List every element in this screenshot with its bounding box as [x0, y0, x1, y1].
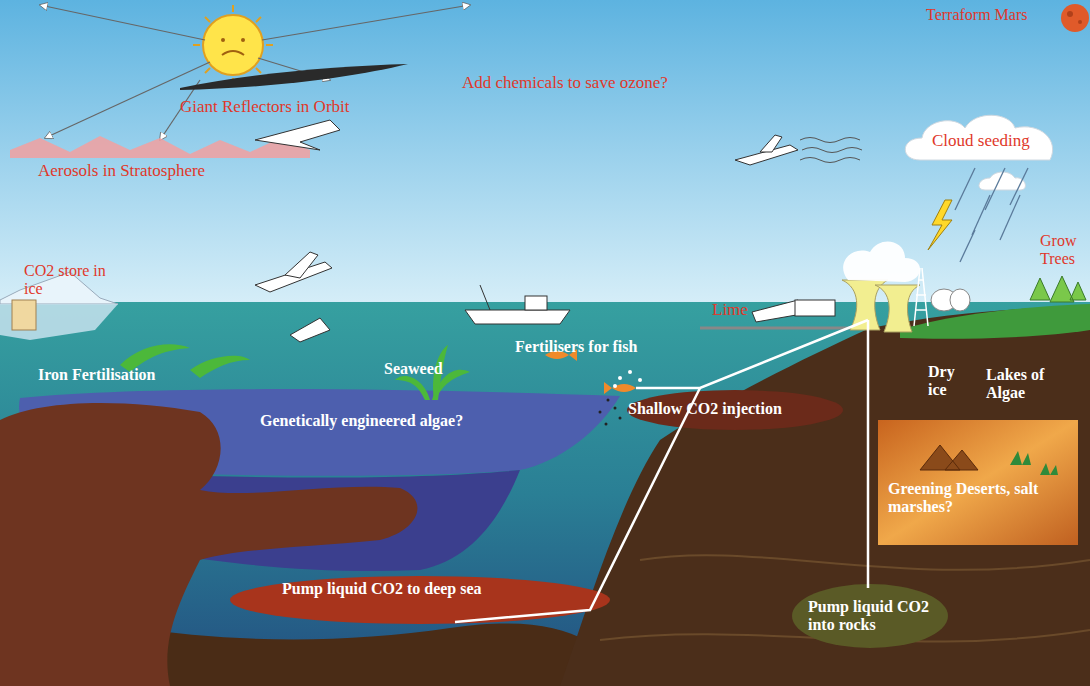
- deep-store: [230, 576, 610, 624]
- desert-panel: [878, 420, 1078, 545]
- land: [560, 306, 1090, 686]
- iceberg: [0, 272, 118, 340]
- plants: [1010, 451, 1058, 475]
- seaweed-label: Seaweed: [384, 360, 474, 378]
- rain: [955, 168, 1028, 262]
- algae-lakes-label: Lakes of Algae: [986, 366, 1066, 401]
- lime-spreader: [700, 300, 870, 328]
- ice-store-label: CO2 store in ice: [24, 262, 110, 297]
- tree: [1030, 276, 1086, 302]
- plane: [735, 135, 862, 165]
- deep-sea-label: Pump liquid CO2 to deep sea: [282, 580, 582, 598]
- sky: [0, 0, 1090, 305]
- dry-ice-tank: [931, 289, 970, 311]
- shuttle: [255, 120, 340, 150]
- dry-ice-label: Dry ice: [928, 363, 974, 398]
- plane: [255, 252, 332, 292]
- ship: [465, 285, 570, 324]
- sea: [0, 302, 1090, 686]
- power-plant: [842, 242, 920, 332]
- fish-label: Fertilisers for fish: [515, 338, 695, 356]
- lightning: [928, 200, 952, 250]
- planet-label: Terraform Mars: [926, 6, 1066, 24]
- dropped-device: [290, 318, 330, 342]
- aerosol-label: Aerosols in Stratosphere: [38, 162, 258, 181]
- reflector-label: Giant Reflectors in Orbit: [180, 98, 400, 117]
- pyramid: [920, 445, 978, 470]
- rocks-label: Pump liquid CO2 into rocks: [808, 598, 936, 633]
- injection-label: Shallow CO2 injection: [628, 400, 838, 418]
- sinking-particles: [599, 399, 622, 426]
- strata: [600, 555, 1090, 641]
- bubbles: [613, 370, 642, 388]
- ozone-label: Add chemicals to save ozone?: [462, 74, 722, 93]
- desert-label: Greening Deserts, salt marshes?: [888, 480, 1068, 515]
- rock-store: [792, 584, 948, 648]
- algae-label: Genetically engineered algae?: [260, 412, 540, 430]
- pylon: [914, 268, 928, 326]
- iron-label: Iron Fertilisation: [38, 366, 208, 384]
- injection-zone: [627, 390, 843, 430]
- lime-label: Lime: [712, 301, 762, 320]
- reflector: [180, 64, 408, 90]
- grass: [900, 304, 1090, 339]
- rock: [0, 403, 417, 686]
- pipe: [455, 320, 868, 622]
- cloud: [905, 115, 1052, 190]
- mars: [1061, 4, 1089, 32]
- cloud-label: Cloud seeding: [932, 132, 1052, 151]
- fish: [545, 349, 636, 394]
- light-ray: [40, 5, 470, 140]
- trees-label: Grow Trees: [1040, 232, 1086, 267]
- sun: [193, 5, 273, 85]
